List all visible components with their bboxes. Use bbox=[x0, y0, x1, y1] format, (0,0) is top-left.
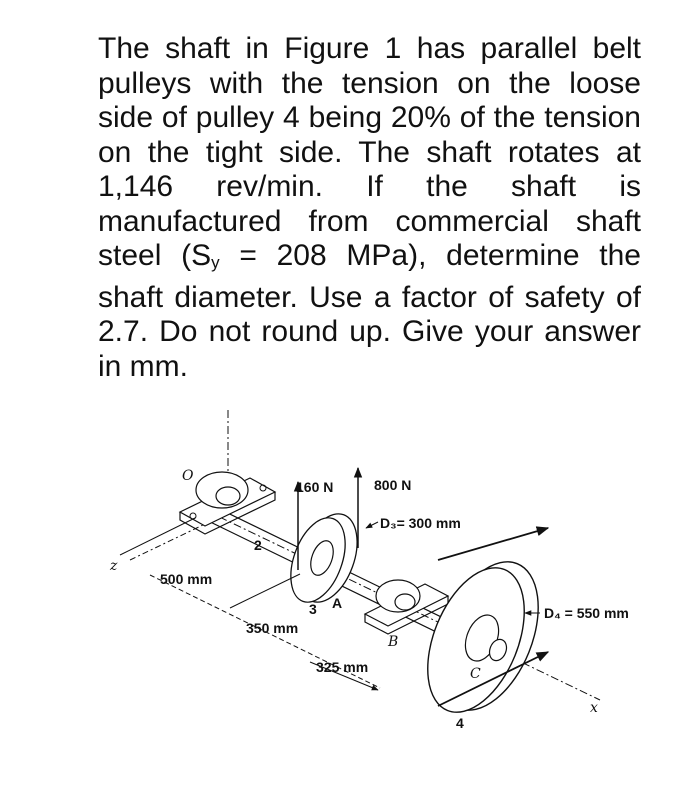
pulley-3 bbox=[290, 513, 358, 603]
bearing-o bbox=[178, 471, 277, 535]
label-b: B bbox=[387, 634, 398, 650]
shaft-figure: O 160 N 800 N D₃= 300 mm 2 z 500 mm 3 A … bbox=[109, 410, 629, 731]
label-500mm: 500 mm bbox=[160, 571, 212, 587]
force-arrow-loose bbox=[437, 651, 550, 707]
label-a: A bbox=[332, 595, 342, 611]
yield-subscript: y bbox=[211, 253, 220, 272]
label-2: 2 bbox=[254, 537, 262, 553]
label-325mm: 325 mm bbox=[316, 659, 368, 675]
problem-text-2: = 208 MPa), determine the shaft diameter… bbox=[98, 239, 641, 383]
label-c: C bbox=[470, 666, 481, 682]
leader-d3 bbox=[365, 521, 379, 529]
problem-text-1: The shaft in Figure 1 has parallel belt … bbox=[98, 32, 641, 272]
dim-500 bbox=[119, 517, 196, 556]
z-axis bbox=[129, 511, 231, 561]
label-160n: 160 N bbox=[296, 479, 333, 495]
dim-lower-axis bbox=[149, 574, 381, 689]
label-z: z bbox=[109, 558, 118, 574]
label-800n: 800 N bbox=[374, 477, 411, 493]
label-4: 4 bbox=[456, 715, 464, 731]
label-350mm: 350 mm bbox=[246, 620, 298, 636]
problem-statement: The shaft in Figure 1 has parallel belt … bbox=[98, 32, 641, 384]
dim-350 bbox=[229, 573, 301, 609]
pulley-4 bbox=[427, 561, 539, 713]
dim-325 bbox=[309, 661, 379, 691]
force-arrow-tight bbox=[437, 526, 550, 561]
label-o: O bbox=[182, 468, 194, 484]
label-d4: D₄ = 550 mm bbox=[544, 605, 629, 621]
label-x: x bbox=[590, 700, 598, 716]
label-d3: D₃= 300 mm bbox=[380, 515, 461, 531]
label-3: 3 bbox=[309, 601, 317, 617]
bearing-b bbox=[363, 579, 450, 635]
